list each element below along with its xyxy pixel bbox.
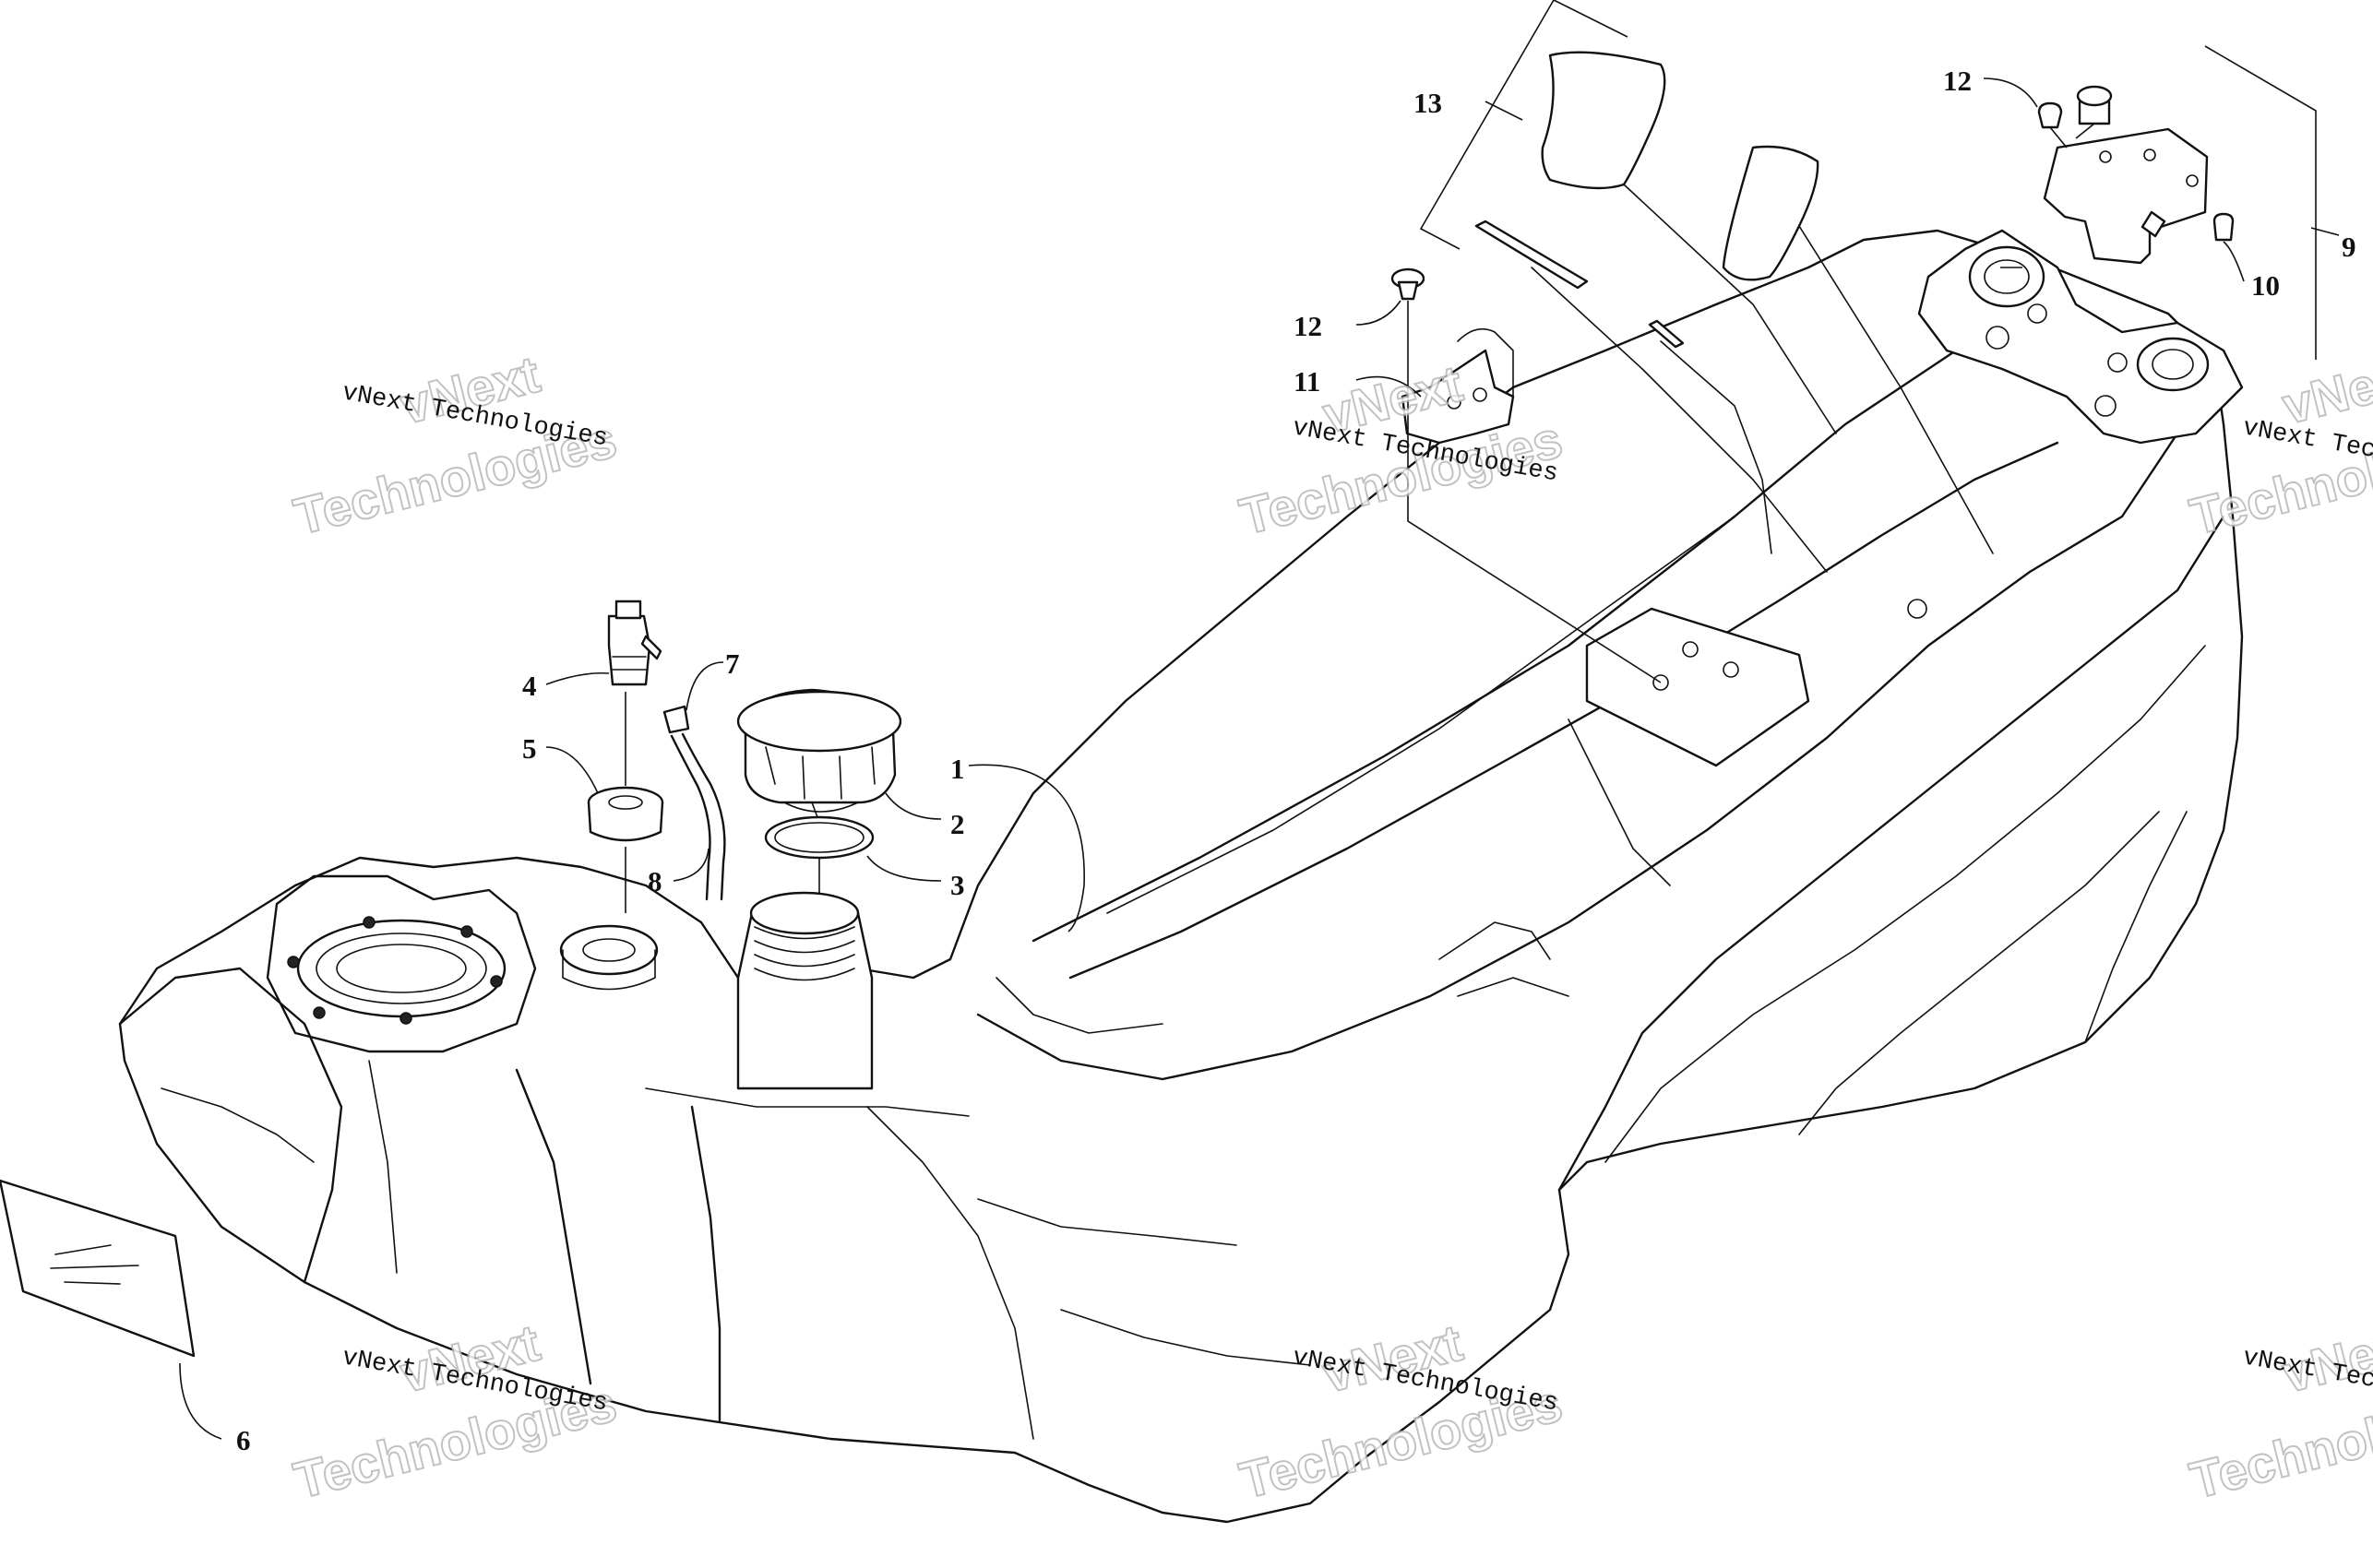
warning-label: [0, 1179, 196, 1358]
callout-labels: 1 2 3 4 5 6 7 8 9 10 11 12 12 13: [236, 65, 2356, 1456]
fuel-valve: [607, 600, 662, 686]
callout-10: 10: [2251, 269, 2280, 302]
callout-4: 4: [522, 670, 537, 702]
ring-bolts: [287, 916, 503, 1025]
callout-13: 13: [1413, 87, 1442, 119]
mount-bolt: [1390, 267, 1425, 301]
hose-clamp: [662, 705, 690, 734]
watermark-bottom-right: vNext Technologies vNext Technologies: [2184, 1313, 2373, 1511]
callout-12-bracket: 12: [1943, 65, 1972, 97]
fuel-tank-body: [118, 229, 2244, 1524]
grommet: [587, 786, 664, 842]
decal-set: [1474, 51, 1994, 573]
callout-6: 6: [236, 1424, 251, 1456]
callout-9: 9: [2342, 231, 2356, 263]
callout-11: 11: [1294, 365, 1320, 398]
callout-1: 1: [950, 753, 965, 785]
callout-5: 5: [522, 732, 537, 765]
leader-lines: [179, 77, 2245, 1440]
callout-12-clip: 12: [1294, 310, 1322, 342]
o-ring: [764, 815, 875, 860]
callout-8: 8: [648, 865, 662, 897]
svg-text:vNext: vNext: [2277, 345, 2373, 435]
bracket-group-box: [2204, 45, 2340, 360]
bracket-assembly: [2037, 85, 2235, 265]
callout-7: 7: [725, 647, 740, 680]
svg-text:Technologies: Technologies: [2185, 1373, 2373, 1509]
fuel-cap: [736, 688, 902, 813]
decal-group-box: [1419, 0, 1628, 250]
vent-hose: [670, 732, 726, 901]
callout-2: 2: [950, 808, 965, 840]
rear-mount-area: [1585, 229, 2244, 767]
watermark-top-left: vNext Technologies vNext Technologies: [288, 344, 623, 547]
callout-3: 3: [950, 869, 965, 901]
mounting-clip: [1401, 327, 1515, 445]
